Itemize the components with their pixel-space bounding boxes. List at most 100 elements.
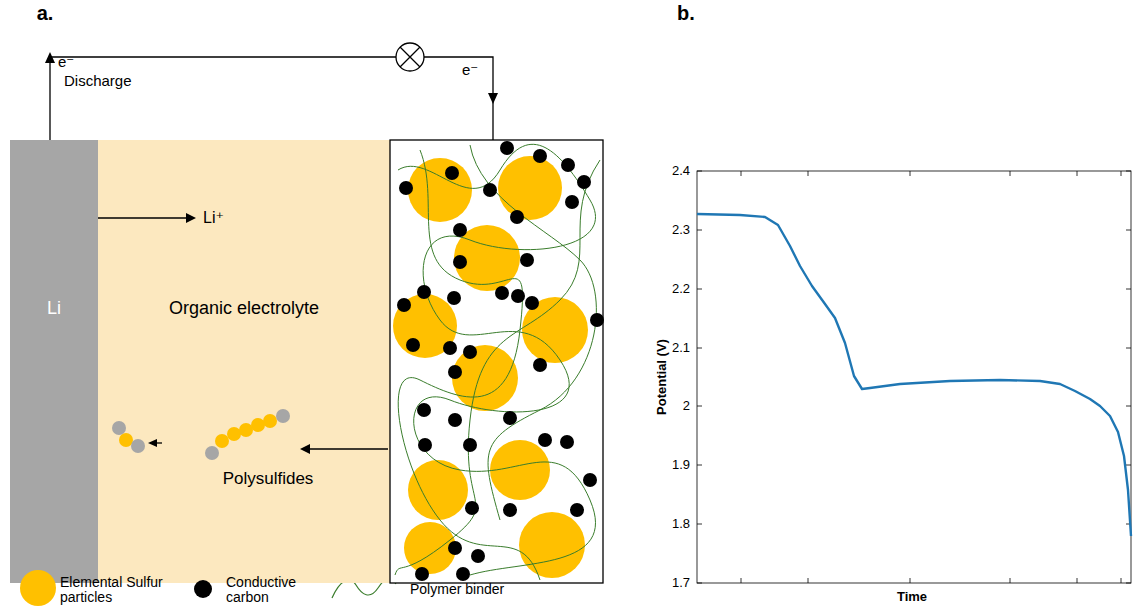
carbon-particle [510, 210, 524, 224]
lithium-anode: Li [10, 140, 98, 583]
binder-line [398, 150, 540, 580]
lamp-symbol [400, 47, 420, 67]
carbon-particle [525, 296, 539, 310]
chart-frame [697, 171, 1131, 583]
carbon-particle [570, 503, 584, 517]
sulfur-particle [393, 294, 457, 358]
binder-line [470, 145, 596, 520]
binder-line [398, 144, 596, 575]
ion-arrow [186, 213, 196, 223]
carbon-particle [583, 473, 597, 487]
wire-arrow [45, 52, 55, 63]
carbon-particle [463, 345, 477, 359]
cathode-box [390, 140, 603, 583]
polysulfide-chain [276, 409, 290, 423]
carbon-particle [520, 253, 534, 267]
ion-arrow [300, 444, 310, 454]
circuit-wire [50, 57, 493, 140]
carbon-particle [483, 183, 497, 197]
carbon-particle [456, 567, 470, 581]
tick-label: 2.3 [672, 223, 690, 238]
carbon-particle [463, 438, 477, 452]
wire-arrow [488, 93, 498, 104]
tick-label: 2 [683, 399, 690, 414]
electrolyte-region: Organic electrolyte [98, 140, 390, 583]
polysulfide-chain [119, 433, 133, 447]
polysulfide-chain [263, 414, 277, 428]
ion-label: Li⁺ [203, 209, 224, 227]
polysulfide-chain [215, 434, 229, 448]
carbon-particle [417, 285, 431, 299]
ion-arrow [98, 213, 388, 454]
carbon-particle [533, 149, 547, 163]
electron-label: e⁻ [58, 53, 74, 70]
carbon-particle [465, 501, 479, 515]
circuit-wire [50, 57, 396, 140]
tick-label: 2.2 [672, 282, 690, 297]
binder-line [395, 144, 600, 580]
carbon-particle [500, 141, 514, 155]
tick-label: 1.8 [672, 517, 690, 532]
carbon-particle [399, 181, 413, 195]
carbon-particle [471, 549, 485, 563]
polysulfide-chain [205, 446, 219, 460]
carbon-particle [406, 338, 420, 352]
flow-label: Discharge [64, 72, 132, 89]
legend-text: Conductive carbon [226, 575, 306, 605]
carbon-particle [418, 438, 432, 452]
carbon-particle [443, 341, 457, 355]
carbon-particle [503, 411, 517, 425]
carbon-particle [448, 365, 462, 379]
ion-arrow [98, 217, 188, 218]
panel-letter: a. [37, 2, 54, 25]
carbon-particle [447, 291, 461, 305]
electron-label: e⁻ [462, 61, 478, 78]
sulfur-particle [519, 512, 585, 578]
carbon-particle [445, 166, 459, 180]
circuit-wire [424, 57, 493, 140]
tick-label: 2.4 [672, 164, 690, 179]
chart-frame [741, 578, 1121, 583]
chart-frame [741, 171, 1121, 176]
sulfur-particle [490, 440, 550, 500]
carbon-particle [511, 289, 525, 303]
wire-arrow [45, 52, 498, 104]
carbon-particle [538, 433, 552, 447]
carbon-particle [495, 286, 509, 300]
lamp-symbol [396, 43, 424, 71]
lamp-symbol [396, 43, 424, 71]
carbon-particle [590, 313, 604, 327]
carbon-particle [503, 503, 517, 517]
carbon-particle [448, 413, 462, 427]
sulfur-particle [498, 156, 562, 220]
polysulfide-chain [227, 427, 241, 441]
carbon-particle [565, 195, 579, 209]
carbon-particle [453, 255, 467, 269]
carbon-particle [561, 158, 575, 172]
discharge-curve [697, 214, 1131, 536]
legend-text: Elemental Sulfur particles [60, 575, 180, 605]
species-label: Polysulfides [223, 469, 314, 489]
sulfur-particle [408, 158, 472, 222]
axis-title: Time [897, 590, 927, 605]
tick-label: 2.1 [672, 341, 690, 356]
legend-swatch [194, 580, 212, 598]
carbon-particle [415, 567, 429, 581]
carbon-particle [417, 403, 431, 417]
polysulfide-chain [239, 423, 253, 437]
sulfur-particle [452, 345, 518, 411]
polysulfide-chain [131, 439, 145, 453]
tick-label: 1.9 [672, 458, 690, 473]
carbon-particle [397, 298, 411, 312]
axis-title: Potential (V) [655, 339, 670, 415]
panel-letter: b. [677, 2, 695, 25]
carbon-particle [448, 541, 462, 555]
node-label: Organic electrolyte [169, 298, 319, 320]
polysulfide-chain [112, 409, 290, 460]
carbon-particle [397, 141, 604, 581]
carbon-particle [533, 358, 547, 372]
tick-label: 1.7 [672, 576, 690, 591]
chart-frame [697, 171, 702, 583]
polysulfide-chain [251, 418, 265, 432]
carbon-particle [453, 223, 467, 237]
